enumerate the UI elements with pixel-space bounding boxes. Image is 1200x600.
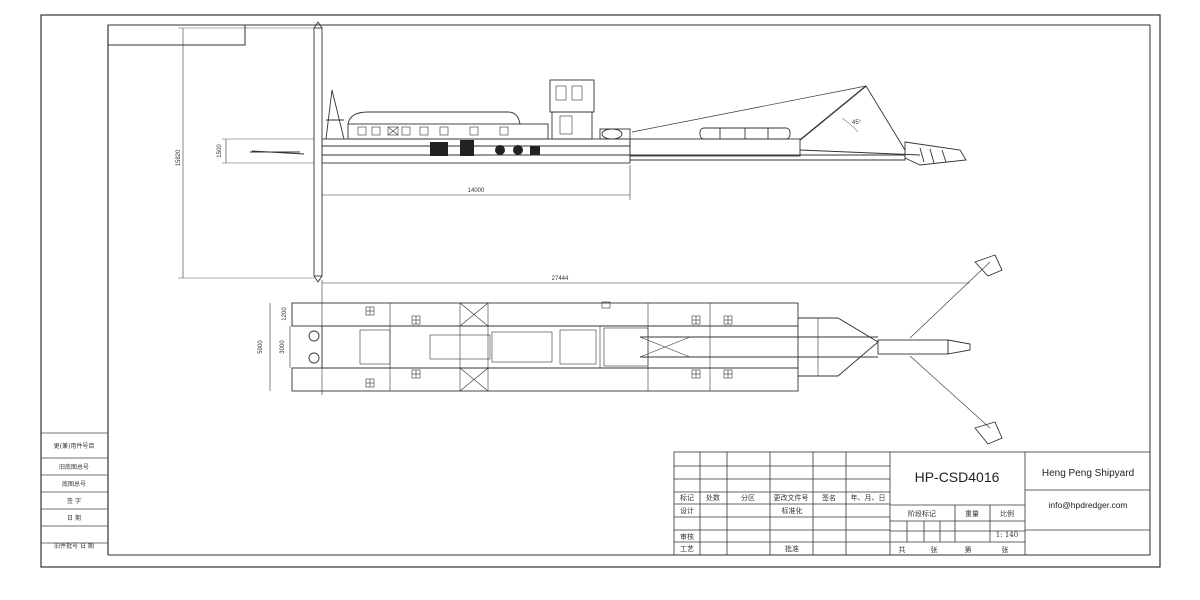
tb-header-count: 处数 [706, 493, 720, 502]
deckhouse [347, 123, 549, 140]
dim-plan-hull-width-label: 3000 [280, 340, 286, 354]
plan-spud-lower [308, 352, 320, 364]
plan-upper-pontoon [291, 302, 799, 327]
left-strip [41, 432, 108, 544]
plan-view [269, 254, 1003, 445]
anchor-lower [974, 421, 1003, 445]
tb-sheet-label: 张 [931, 545, 938, 554]
tb-header-zone: 分区 [741, 493, 755, 502]
left-strip-row-1: 更(兼)用件号目 [54, 442, 95, 450]
anchor-line-lower [909, 355, 991, 429]
dim-angle-label: 45° [852, 120, 862, 126]
plan-cutter-assembly [877, 339, 949, 355]
tb-role-standard: 标准化 [782, 506, 803, 515]
tb-role-process: 工艺 [680, 545, 694, 553]
company-email: info@hpdredger.com [1048, 500, 1127, 510]
cutter-ladder [629, 154, 906, 161]
anchor-line-upper [909, 261, 991, 339]
company-name: Heng Peng Shipyard [1042, 468, 1134, 479]
left-strip-row-2: 旧底图总号 [59, 463, 89, 471]
left-strip-row-6: 旧件批号 日 期 [54, 542, 94, 550]
tb-page-label: 第 [965, 545, 972, 554]
tb-header-signature: 签名 [822, 493, 836, 502]
left-strip-row-4: 签 字 [67, 497, 81, 505]
tb-header-mark: 标记 [680, 493, 694, 502]
stern-gantry [325, 89, 345, 140]
dim-ladder-height-label: 15820 [176, 149, 182, 166]
dim-plan-total-width-label: 5900 [258, 340, 264, 354]
dim-side-depth-label: 1500 [217, 144, 223, 158]
outer-frame [40, 14, 1161, 568]
drawing-model-title: HP-CSD4016 [915, 469, 1000, 485]
spud-pole [313, 27, 323, 277]
tb-scale: 1: 140 [996, 531, 1018, 539]
plan-lower-pontoon [291, 367, 799, 392]
tb-total-label: 共 [899, 545, 906, 554]
title-block [673, 451, 1151, 556]
dim-side-length-label: 14000 [468, 188, 485, 194]
dim-plan-side-width-label: 1200 [282, 307, 288, 321]
dim-plan-length-label: 27444 [552, 276, 569, 282]
deck-roof [347, 111, 521, 125]
tb-header-date: 年、月、日 [851, 493, 886, 502]
crane-boom [799, 85, 867, 141]
left-strip-row-5: 日 期 [67, 514, 81, 522]
tb-role-approve: 批准 [785, 544, 799, 553]
tb-weight-label: 重量 [965, 510, 979, 518]
side-elevation-view [178, 21, 967, 283]
tb-stage-label: 阶段标记 [908, 509, 936, 518]
plan-ladder-frame [798, 317, 879, 377]
cutter-head [904, 141, 967, 166]
tb-page-sheet-label: 张 [1002, 545, 1009, 554]
tb-header-change-doc: 更改文件号 [774, 493, 809, 502]
tb-role-review: 审核 [680, 532, 694, 541]
code-box [107, 24, 246, 46]
pontoon-hull [321, 138, 631, 164]
left-strip-row-3: 底图总号 [62, 480, 86, 488]
anchor-upper [974, 254, 1003, 277]
plan-spud-upper [308, 330, 320, 342]
tb-role-design: 设计 [680, 506, 694, 515]
tb-ratio-label: 比例 [1000, 509, 1014, 518]
